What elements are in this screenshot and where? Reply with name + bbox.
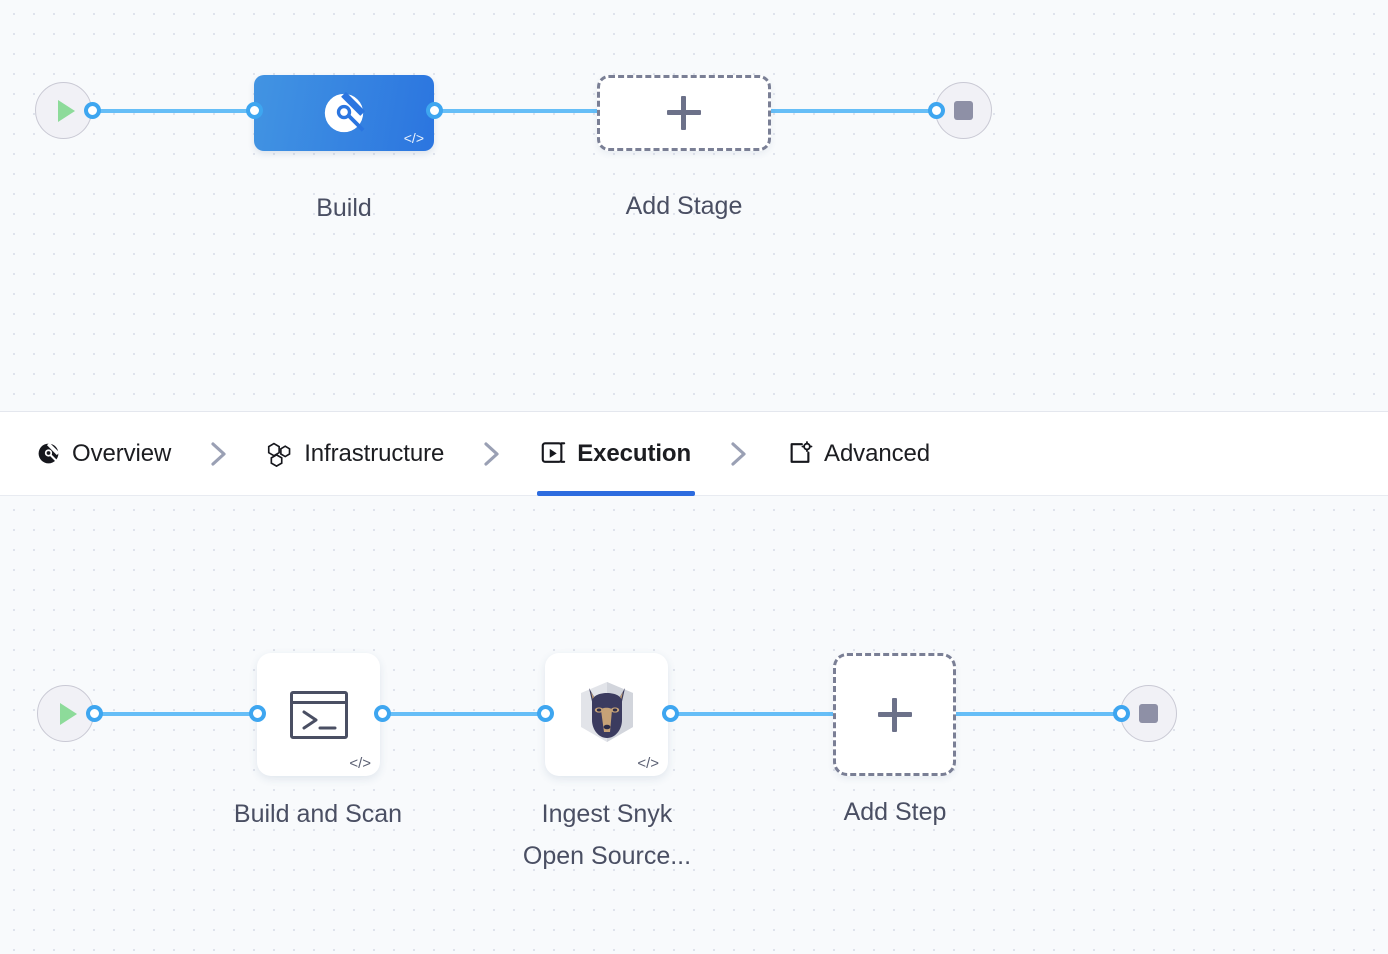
tab-label: Overview [72, 439, 172, 467]
bracket-gear-icon [787, 441, 813, 467]
stop-icon [1139, 704, 1158, 723]
tab-infrastructure[interactable]: Infrastructure [265, 411, 446, 496]
execution-end-node[interactable] [1120, 685, 1177, 742]
tab-label: Infrastructure [304, 439, 445, 467]
link-buildscan-to-ingestsnyk [382, 712, 547, 716]
play-square-icon [540, 441, 566, 467]
buildscan-input-dot[interactable] [249, 705, 266, 722]
step-row: </> [0, 653, 1388, 870]
tab-advanced[interactable]: Advanced [785, 411, 932, 496]
play-icon [59, 702, 77, 725]
step-canvas[interactable]: </> [0, 496, 1388, 954]
code-badge: </> [403, 130, 424, 146]
execution-start-node[interactable] [37, 685, 94, 742]
tab-overview[interactable]: Overview [33, 411, 173, 496]
step-card-ingest-snyk[interactable]: </> [545, 653, 668, 776]
buildscan-output-dot[interactable] [374, 705, 391, 722]
plus-icon [877, 697, 912, 732]
step-config-tabs: Overview Infrastructure [0, 411, 1388, 496]
stop-icon [954, 101, 973, 120]
add-stage-button[interactable] [597, 75, 771, 151]
code-badge: </> [349, 755, 371, 772]
snyk-dog-icon [580, 681, 633, 742]
chevron-right-icon [726, 441, 752, 467]
stage-label-build: Build [316, 194, 372, 222]
step-end-connector-dot[interactable] [1113, 705, 1130, 722]
link-build-to-addstage [434, 109, 601, 113]
link-start-to-buildscan [94, 712, 266, 716]
build-circle-icon [35, 441, 61, 467]
build-input-dot[interactable] [246, 102, 263, 119]
build-output-dot[interactable] [426, 102, 443, 119]
tab-execution[interactable]: Execution [537, 411, 695, 496]
stage-card-build[interactable]: </> [254, 75, 434, 151]
link-ingestsnyk-to-addstep [670, 712, 835, 716]
ingestsnyk-output-dot[interactable] [662, 705, 679, 722]
stage-canvas[interactable]: </> Build Add Stage [0, 0, 1388, 411]
step-label-build-and-scan: Build and Scan [233, 800, 403, 828]
pipeline-start-node[interactable] [35, 82, 92, 139]
tab-label: Advanced [824, 439, 930, 467]
play-icon [57, 99, 75, 122]
chevron-right-icon [479, 441, 505, 467]
step-card-build-and-scan[interactable]: </> [257, 653, 380, 776]
link-addstep-to-end [956, 712, 1126, 716]
chevron-right-icon [206, 441, 232, 467]
end-connector-dot[interactable] [928, 102, 945, 119]
add-stage-label: Add Stage [625, 192, 743, 220]
stage-row: </> Build Add Stage [0, 75, 1388, 222]
step-label-ingest-snyk: Ingest Snyk Open Source... [522, 800, 692, 870]
start-connector-dot[interactable] [84, 102, 101, 119]
code-badge: </> [637, 755, 659, 772]
add-step-button[interactable] [833, 653, 956, 776]
plus-icon [667, 96, 701, 130]
add-step-label: Add Step [843, 798, 947, 826]
link-start-to-build [92, 109, 264, 113]
ingestsnyk-input-dot[interactable] [537, 705, 554, 722]
step-start-connector-dot[interactable] [86, 705, 103, 722]
hexagons-icon [267, 441, 293, 467]
terminal-icon [289, 690, 348, 739]
link-addstage-to-end [771, 109, 943, 113]
tab-label: Execution [577, 439, 692, 467]
build-circle-icon [324, 91, 366, 133]
